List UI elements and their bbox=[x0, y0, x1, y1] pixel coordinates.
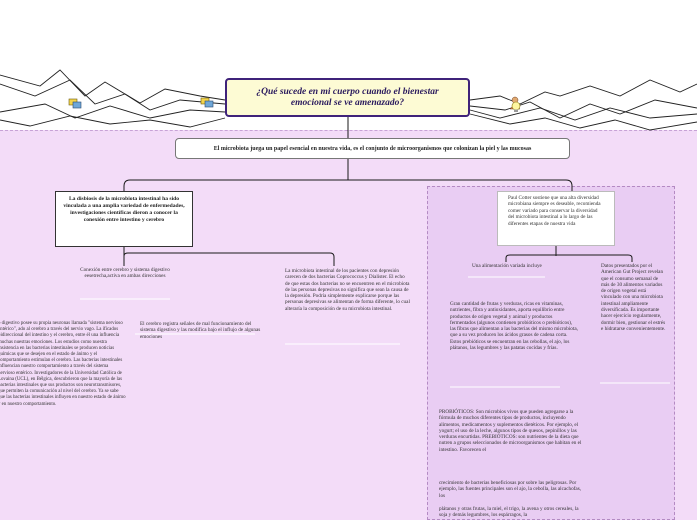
node-datos-text: Datos presentados por el American Gut Pr… bbox=[601, 263, 666, 332]
node-probioticos[interactable]: PROBIÓTICOS: Son microbios vivos que pue… bbox=[439, 409, 584, 453]
node-alimentacion-detalle-text: Gran cantidad de frutas y verduras, rica… bbox=[450, 301, 578, 352]
subtopic-microbiota[interactable]: El microbiota juega un papel esencial en… bbox=[175, 138, 570, 159]
subtopic-text: El microbiota juega un papel esencial en… bbox=[213, 145, 532, 152]
central-topic-text: ¿Qué sucede en mi cuerpo cuando el biene… bbox=[256, 86, 439, 108]
node-crecimiento-text: crecimiento de bacterias beneficiosas po… bbox=[439, 480, 582, 499]
node-probioticos-text: PROBIÓTICOS: Son microbios vivos que pue… bbox=[439, 409, 582, 453]
topic-paul-cotter[interactable]: Paul Cotter sostiene que una alta divers… bbox=[497, 191, 615, 246]
node-microbiota-depresion-text: La microbiota intestinal de los paciente… bbox=[285, 268, 410, 312]
decorative-zigzag bbox=[0, 69, 697, 131]
note-icon bbox=[68, 97, 82, 115]
topic-disbiosis-text: La disbiosis de la microbiota intestinal… bbox=[63, 196, 185, 223]
note-icon bbox=[200, 96, 214, 114]
node-conexion-text: Conexión entre cerebro y sistema digesti… bbox=[80, 267, 170, 280]
node-alimentacion[interactable]: Una alimentación variada incluye bbox=[472, 263, 547, 269]
node-platano-text: plátanos y otras frutas, la miel, el tri… bbox=[439, 506, 579, 519]
node-crecimiento: crecimiento de bacterias beneficiosas po… bbox=[439, 480, 584, 499]
topic-paul-cotter-text: Paul Cotter sostiene que una alta divers… bbox=[508, 195, 601, 227]
node-sistema-enterico-text: o digestivo posee su propia neuronas lla… bbox=[0, 321, 126, 407]
node-cerebro[interactable]: El cerebro registra señales de mal funci… bbox=[140, 321, 265, 340]
node-alimentacion-detalle[interactable]: Gran cantidad de frutas y verduras, rica… bbox=[450, 301, 578, 351]
node-microbiota-depresion[interactable]: La microbiota intestinal de los paciente… bbox=[285, 268, 410, 312]
node-platano: plátanos y otras frutas, la miel, el tri… bbox=[439, 506, 584, 519]
central-topic[interactable]: ¿Qué sucede en mi cuerpo cuando el biene… bbox=[225, 78, 470, 117]
node-cerebro-text: El cerebro registra señales de mal funci… bbox=[140, 321, 261, 340]
node-sistema-enterico[interactable]: o digestivo posee su propia neuronas lla… bbox=[0, 321, 126, 408]
node-datos-american-gut[interactable]: Datos presentados por el American Gut Pr… bbox=[601, 263, 667, 332]
node-alimentacion-text: Una alimentación variada incluye bbox=[472, 263, 542, 269]
lightbulb-icon bbox=[510, 100, 522, 118]
node-conexion[interactable]: Conexión entre cerebro y sistema digesti… bbox=[80, 267, 170, 280]
topic-disbiosis[interactable]: La disbiosis de la microbiota intestinal… bbox=[55, 191, 193, 247]
